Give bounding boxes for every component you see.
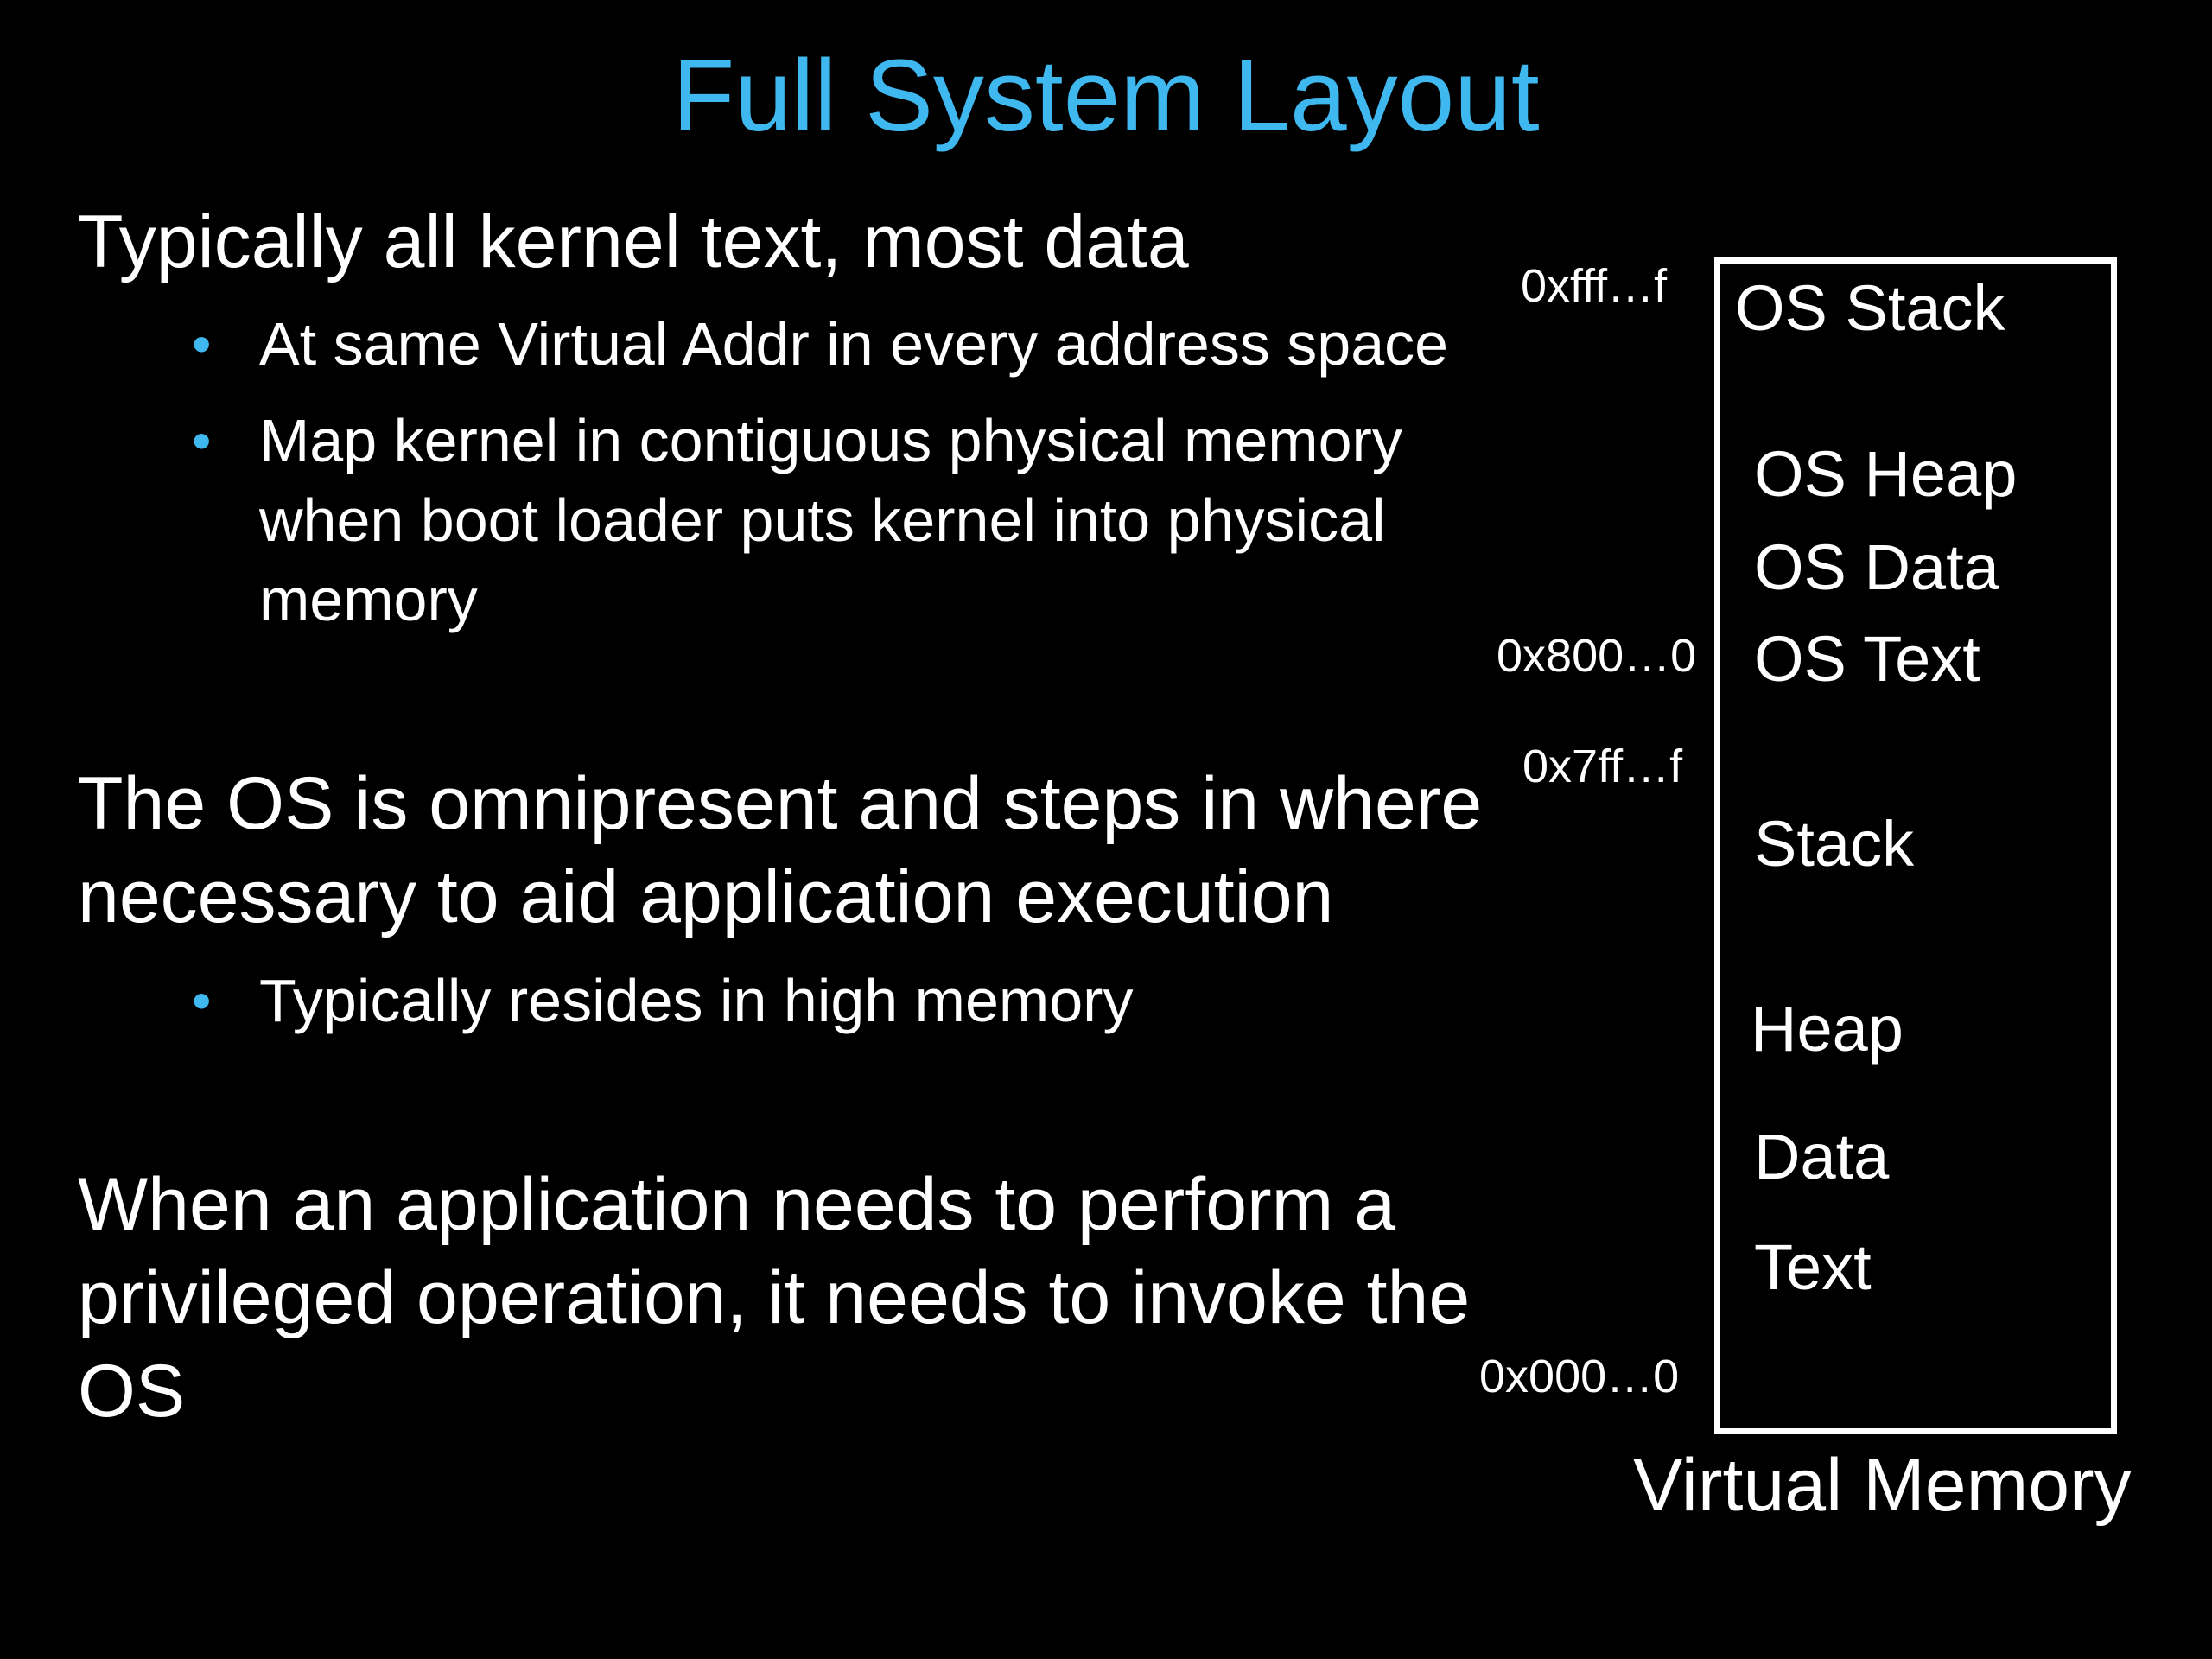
bullet-dot-icon: • [192, 313, 212, 375]
memory-box [1714, 257, 2117, 1434]
bullet-line: Map kernel in contiguous physical memory [259, 407, 1402, 474]
region-stack: Stack [1754, 808, 1915, 880]
region-os-stack: OS Stack [1735, 272, 2005, 344]
paragraph-privileged-operation: When an application needs to perform a p… [78, 1158, 1470, 1438]
region-data: Data [1754, 1121, 1890, 1192]
paragraph-line: OS [78, 1350, 186, 1433]
paragraph-line: The OS is omnipresent and steps in where [78, 762, 1483, 845]
paragraph-kernel-layout: Typically all kernel text, most data [78, 195, 1189, 289]
paragraph-line: necessary to aid application execution [78, 855, 1334, 938]
region-os-text: OS Text [1754, 623, 1980, 695]
region-os-data: OS Data [1754, 531, 1999, 603]
paragraph-line: Typically all kernel text, most data [78, 200, 1189, 283]
address-top: 0xfff…f [1521, 260, 1668, 312]
bullet-contiguous-physical: • Map kernel in contiguous physical memo… [192, 401, 1402, 639]
address-kernel-base: 0x800…0 [1497, 630, 1697, 682]
address-user-top: 0x7ff…f [1522, 741, 1683, 792]
bullet-high-memory: • Typically resides in high memory [192, 961, 1134, 1040]
bullet-line: when boot loader puts kernel into physic… [259, 486, 1386, 554]
paragraph-line: privileged operation, it needs to invoke… [78, 1256, 1471, 1339]
region-text: Text [1754, 1231, 1872, 1303]
address-bottom: 0x000…0 [1479, 1351, 1680, 1402]
paragraph-line: When an application needs to perform a [78, 1163, 1396, 1246]
bullet-line: memory [259, 566, 478, 633]
bullet-line: Typically resides in high memory [259, 967, 1134, 1034]
bullet-dot-icon: • [192, 410, 212, 472]
region-heap: Heap [1751, 993, 1904, 1065]
region-os-heap: OS Heap [1754, 438, 2018, 510]
bullet-line: At same Virtual Addr in every address sp… [259, 310, 1449, 378]
memory-caption: Virtual Memory [1633, 1444, 2132, 1527]
paragraph-os-omnipresent: The OS is omnipresent and steps in where… [78, 757, 1482, 944]
bullet-same-virtual-addr: • At same Virtual Addr in every address … [192, 304, 1449, 384]
slide-title: Full System Layout [672, 39, 1540, 153]
bullet-dot-icon: • [192, 969, 212, 1032]
